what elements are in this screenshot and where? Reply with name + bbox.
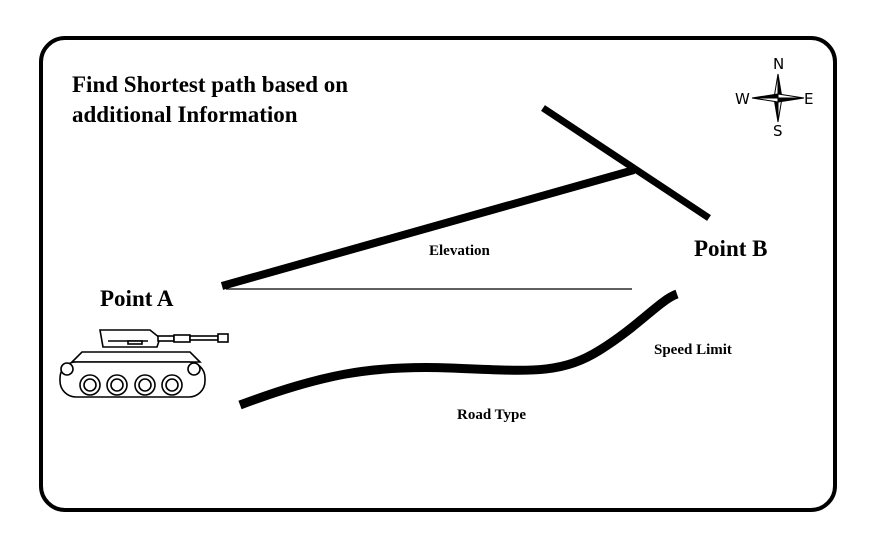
frame-border [39,36,837,512]
road-route [238,289,679,410]
tank-icon [59,329,229,398]
elevation-route [220,166,636,290]
speed-limit-label: Speed Limit [654,342,732,358]
point-a-label: Point A [100,286,174,311]
elevation-label: Elevation [429,243,490,259]
diagram-title: Find Shortest path based on additional I… [72,72,349,127]
compass-south: S [773,122,783,140]
compass-north: N [773,55,785,73]
compass-east: E [804,90,814,108]
branch-road [541,105,711,221]
road-type-label: Road Type [457,407,527,423]
compass-rose-icon [751,73,805,123]
point-b-label: Point B [694,236,768,261]
compass-west: W [735,90,750,108]
